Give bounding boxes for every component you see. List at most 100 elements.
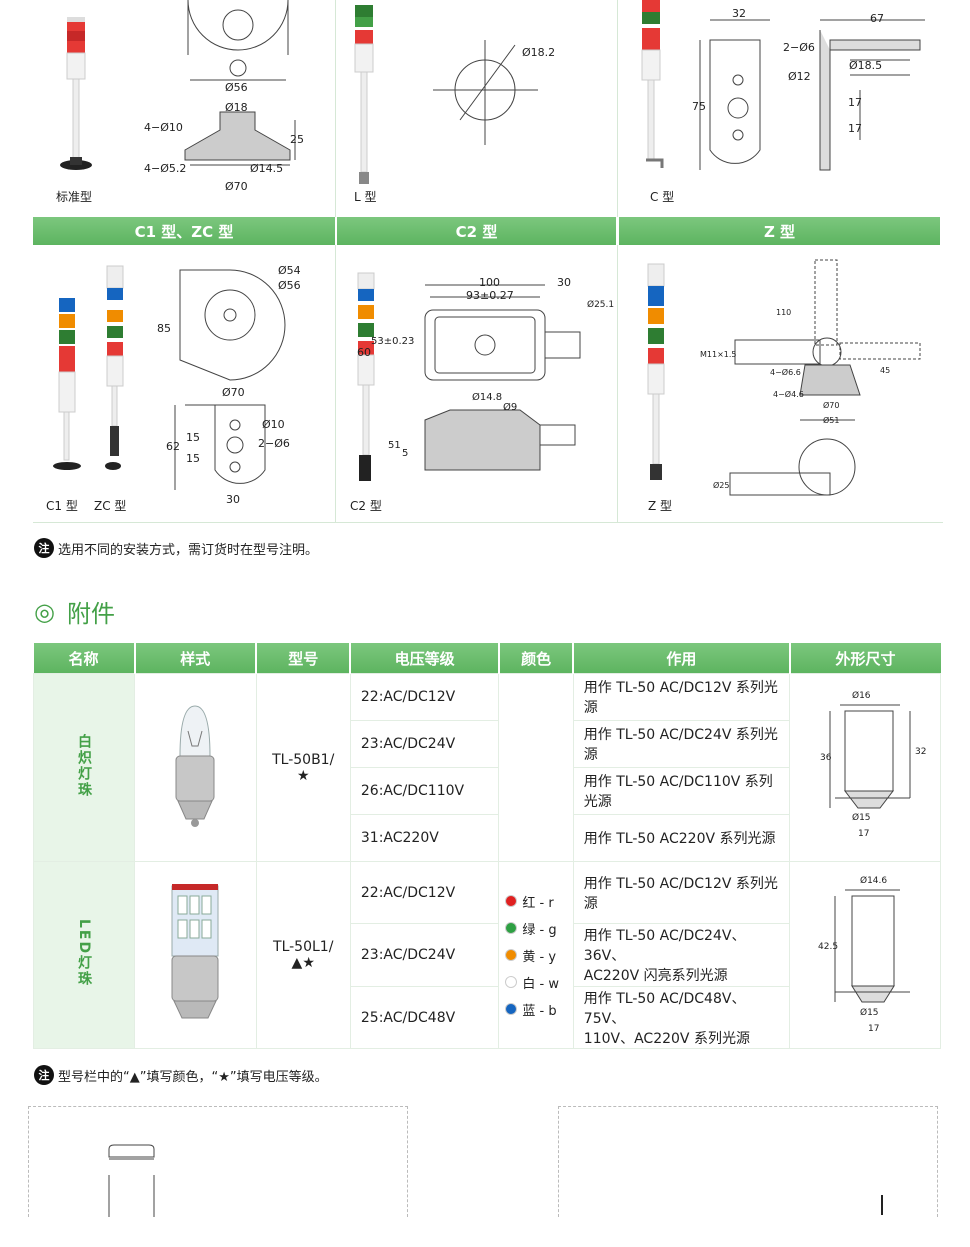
color-item: 绿 - g xyxy=(505,919,566,938)
color-item: 蓝 - b xyxy=(505,1000,566,1019)
standard-stack-light-figure xyxy=(60,17,92,170)
header-z: Z 型 xyxy=(619,217,940,245)
zc-caption: ZC 型 xyxy=(94,499,127,513)
table-row: 23:AC/DC24V 用作 TL-50 AC/DC24V 系列光源 xyxy=(34,720,941,768)
dim-label: Ø14.6 xyxy=(860,876,888,886)
use-cell: 用作 TL-50 AC/DC12V 系列光源 xyxy=(572,861,791,924)
dim-label: Ø51 xyxy=(823,416,840,425)
use-cell: 用作 TL-50 AC/DC48V、75V、 110V、AC220V 系列光源 xyxy=(572,986,791,1049)
accessory-table: 名称 样式 型号 电压等级 颜色 作用 外形尺寸 白炽灯珠 TL-50B1/ ★ xyxy=(33,643,941,1049)
use-cell: 用作 TL-50 AC220V 系列光源 xyxy=(572,814,791,862)
l-type-drawing xyxy=(433,40,538,145)
header-name: 名称 xyxy=(33,643,136,674)
voltage-cell: 31:AC220V xyxy=(349,814,500,862)
use-cell: 用作 TL-50 AC/DC24V 系列光源 xyxy=(572,720,791,768)
table-header-row: 名称 样式 型号 电压等级 颜色 作用 外形尺寸 xyxy=(33,643,941,674)
z-stack-light-figure xyxy=(647,263,665,480)
dim-label: Ø56 xyxy=(278,279,301,292)
c1-zc-stack-light-figure xyxy=(53,265,124,470)
dim-label: 51 xyxy=(388,440,401,451)
dim-label: Ø9 xyxy=(503,402,518,413)
name-cell-incandescent: 白炽灯珠 xyxy=(33,673,135,862)
divider xyxy=(335,245,336,522)
dim-label: 42.5 xyxy=(818,942,839,952)
dim-label: 17 xyxy=(848,122,862,135)
voltage-cell: 25:AC/DC48V xyxy=(349,986,500,1049)
standard-drawing xyxy=(184,0,296,166)
c-type-caption: C 型 xyxy=(650,190,675,204)
incandescent-bulb-image xyxy=(175,704,215,827)
dim-label: 36 xyxy=(820,752,832,763)
name-text: 白炽灯珠 xyxy=(76,733,92,798)
z-drawing xyxy=(729,259,921,496)
c1-zc-drawing xyxy=(174,269,286,490)
color-item: 红 - r xyxy=(505,892,566,911)
led-dimension-drawing xyxy=(834,889,910,1003)
dim-label: Ø12 xyxy=(788,70,811,83)
dim-label: 2−Ø6 xyxy=(258,437,290,450)
dim-label: 4−Ø4.6 xyxy=(773,390,804,399)
dim-label: 32 xyxy=(915,746,927,757)
color-label: 绿 - g xyxy=(522,922,557,938)
model-cell: TL-50B1/ ★ xyxy=(255,673,351,862)
divider xyxy=(33,522,943,523)
table-row: 25:AC/DC48V 用作 TL-50 AC/DC48V、75V、 110V、A… xyxy=(34,986,941,1049)
style-cell xyxy=(134,861,257,1049)
table-row: 31:AC220V 用作 TL-50 AC220V 系列光源 xyxy=(34,814,941,862)
dim-label: 67 xyxy=(870,12,884,25)
c1-caption: C1 型 xyxy=(46,499,78,513)
dim-label: Ø18 xyxy=(225,101,248,114)
dim-label: Ø25 xyxy=(713,481,730,490)
dim-label: 4−Ø5.2 xyxy=(144,162,187,175)
c-type-drawing xyxy=(699,19,925,171)
header-color: 颜色 xyxy=(498,643,575,674)
incandescent-dimension-drawing xyxy=(829,704,911,808)
dim-label: 85 xyxy=(157,322,171,335)
color-dot-icon xyxy=(505,922,518,934)
dim-label: 30 xyxy=(557,276,571,289)
name-text: LED灯珠 xyxy=(76,918,92,988)
dim-label: 60 xyxy=(357,346,371,359)
dashed-frame-left xyxy=(28,1106,408,1217)
l-type-stack-light-figure xyxy=(354,5,374,184)
table-row: 23:AC/DC24V 用作 TL-50 AC/DC24V、36V、AC220V… xyxy=(34,923,941,987)
dim-label: Ø14.8 xyxy=(472,392,503,403)
dim-label: Ø70 xyxy=(222,386,245,399)
note-model: 注 型号栏中的“▲”填写颜色，“★”填写电压等级。 xyxy=(34,1065,328,1085)
use-line: 110V、AC220V 系列光源 xyxy=(583,1030,750,1047)
use-line: 用作 TL-50 AC/DC24V、36V、 xyxy=(583,928,746,964)
color-label: 白 - w xyxy=(522,976,559,992)
dim-label: Ø10 xyxy=(262,418,285,431)
section-circle-icon: ◎ xyxy=(34,597,55,626)
table-row: LED灯珠 TL-50L1/ ▲★ 22:AC/DC12V 红 xyxy=(33,861,941,1049)
dim-label: 17 xyxy=(868,1024,880,1034)
color-dot-icon xyxy=(505,895,518,907)
header-dimensions: 外形尺寸 xyxy=(789,643,941,674)
dim-label: 110 xyxy=(776,308,792,317)
header-style: 样式 xyxy=(134,643,258,674)
use-line: 用作 TL-50 AC/DC48V、75V、 xyxy=(583,990,746,1027)
marker-line xyxy=(881,1195,883,1215)
note-text: 型号栏中的“▲”填写颜色，“★”填写电压等级。 xyxy=(58,1069,328,1085)
model-cell: TL-50L1/ ▲★ xyxy=(255,861,351,1049)
dim-label: Ø14.5 xyxy=(250,162,284,175)
use-line: AC220V 闪亮系列光源 xyxy=(583,968,728,984)
dim-label: 45 xyxy=(880,366,891,375)
standard-caption: 标准型 xyxy=(56,190,93,204)
c2-drawing xyxy=(424,284,581,471)
color-label: 蓝 - b xyxy=(522,1003,557,1019)
note-text: 选用不同的安装方式，需订货时在型号注明。 xyxy=(58,542,319,558)
dim-label: Ø54 xyxy=(278,264,301,277)
voltage-cell: 22:AC/DC12V xyxy=(349,861,500,924)
dim-label: Ø18.2 xyxy=(522,46,556,59)
use-cell: 用作 TL-50 AC/DC24V、36V、 AC220V 闪亮系列光源 xyxy=(572,923,791,987)
section-title: ◎ 附件 xyxy=(34,594,115,629)
dim-label: Ø70 xyxy=(225,180,248,193)
color-dot-icon xyxy=(505,976,518,988)
dim-label: 32 xyxy=(732,7,746,20)
header-model: 型号 xyxy=(256,643,352,674)
divider xyxy=(617,0,618,217)
divider xyxy=(335,0,336,217)
